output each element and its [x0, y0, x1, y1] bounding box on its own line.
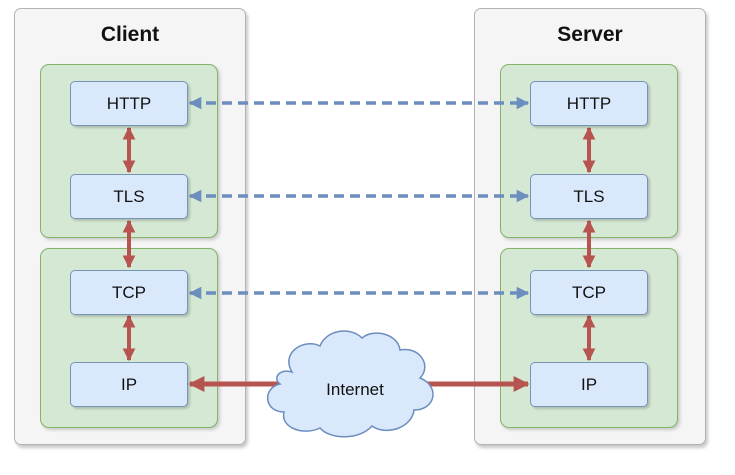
- client-tcp-label: TCP: [112, 282, 146, 302]
- client-http-layer: HTTP: [70, 81, 188, 126]
- server-tcp-layer: TCP: [530, 270, 648, 315]
- client-title: Client: [100, 23, 160, 46]
- server-tls-layer: TLS: [530, 174, 648, 219]
- client-ip-layer: IP: [70, 362, 188, 407]
- server-ip-layer: IP: [530, 362, 648, 407]
- client-ip-label: IP: [120, 374, 138, 394]
- server-http-label: HTTP: [566, 93, 612, 113]
- client-tls-layer: TLS: [70, 174, 188, 219]
- server-http-layer: HTTP: [530, 81, 648, 126]
- server-title: Server: [557, 23, 623, 46]
- server-ip-label: IP: [580, 374, 598, 394]
- client-tls-label: TLS: [113, 186, 145, 206]
- server-tcp-label: TCP: [572, 282, 606, 302]
- client-http-label: HTTP: [106, 93, 152, 113]
- internet-label: Internet: [326, 380, 384, 399]
- client-tcp-layer: TCP: [70, 270, 188, 315]
- internet-cloud-icon: [267, 330, 434, 438]
- server-tls-label: TLS: [573, 186, 605, 206]
